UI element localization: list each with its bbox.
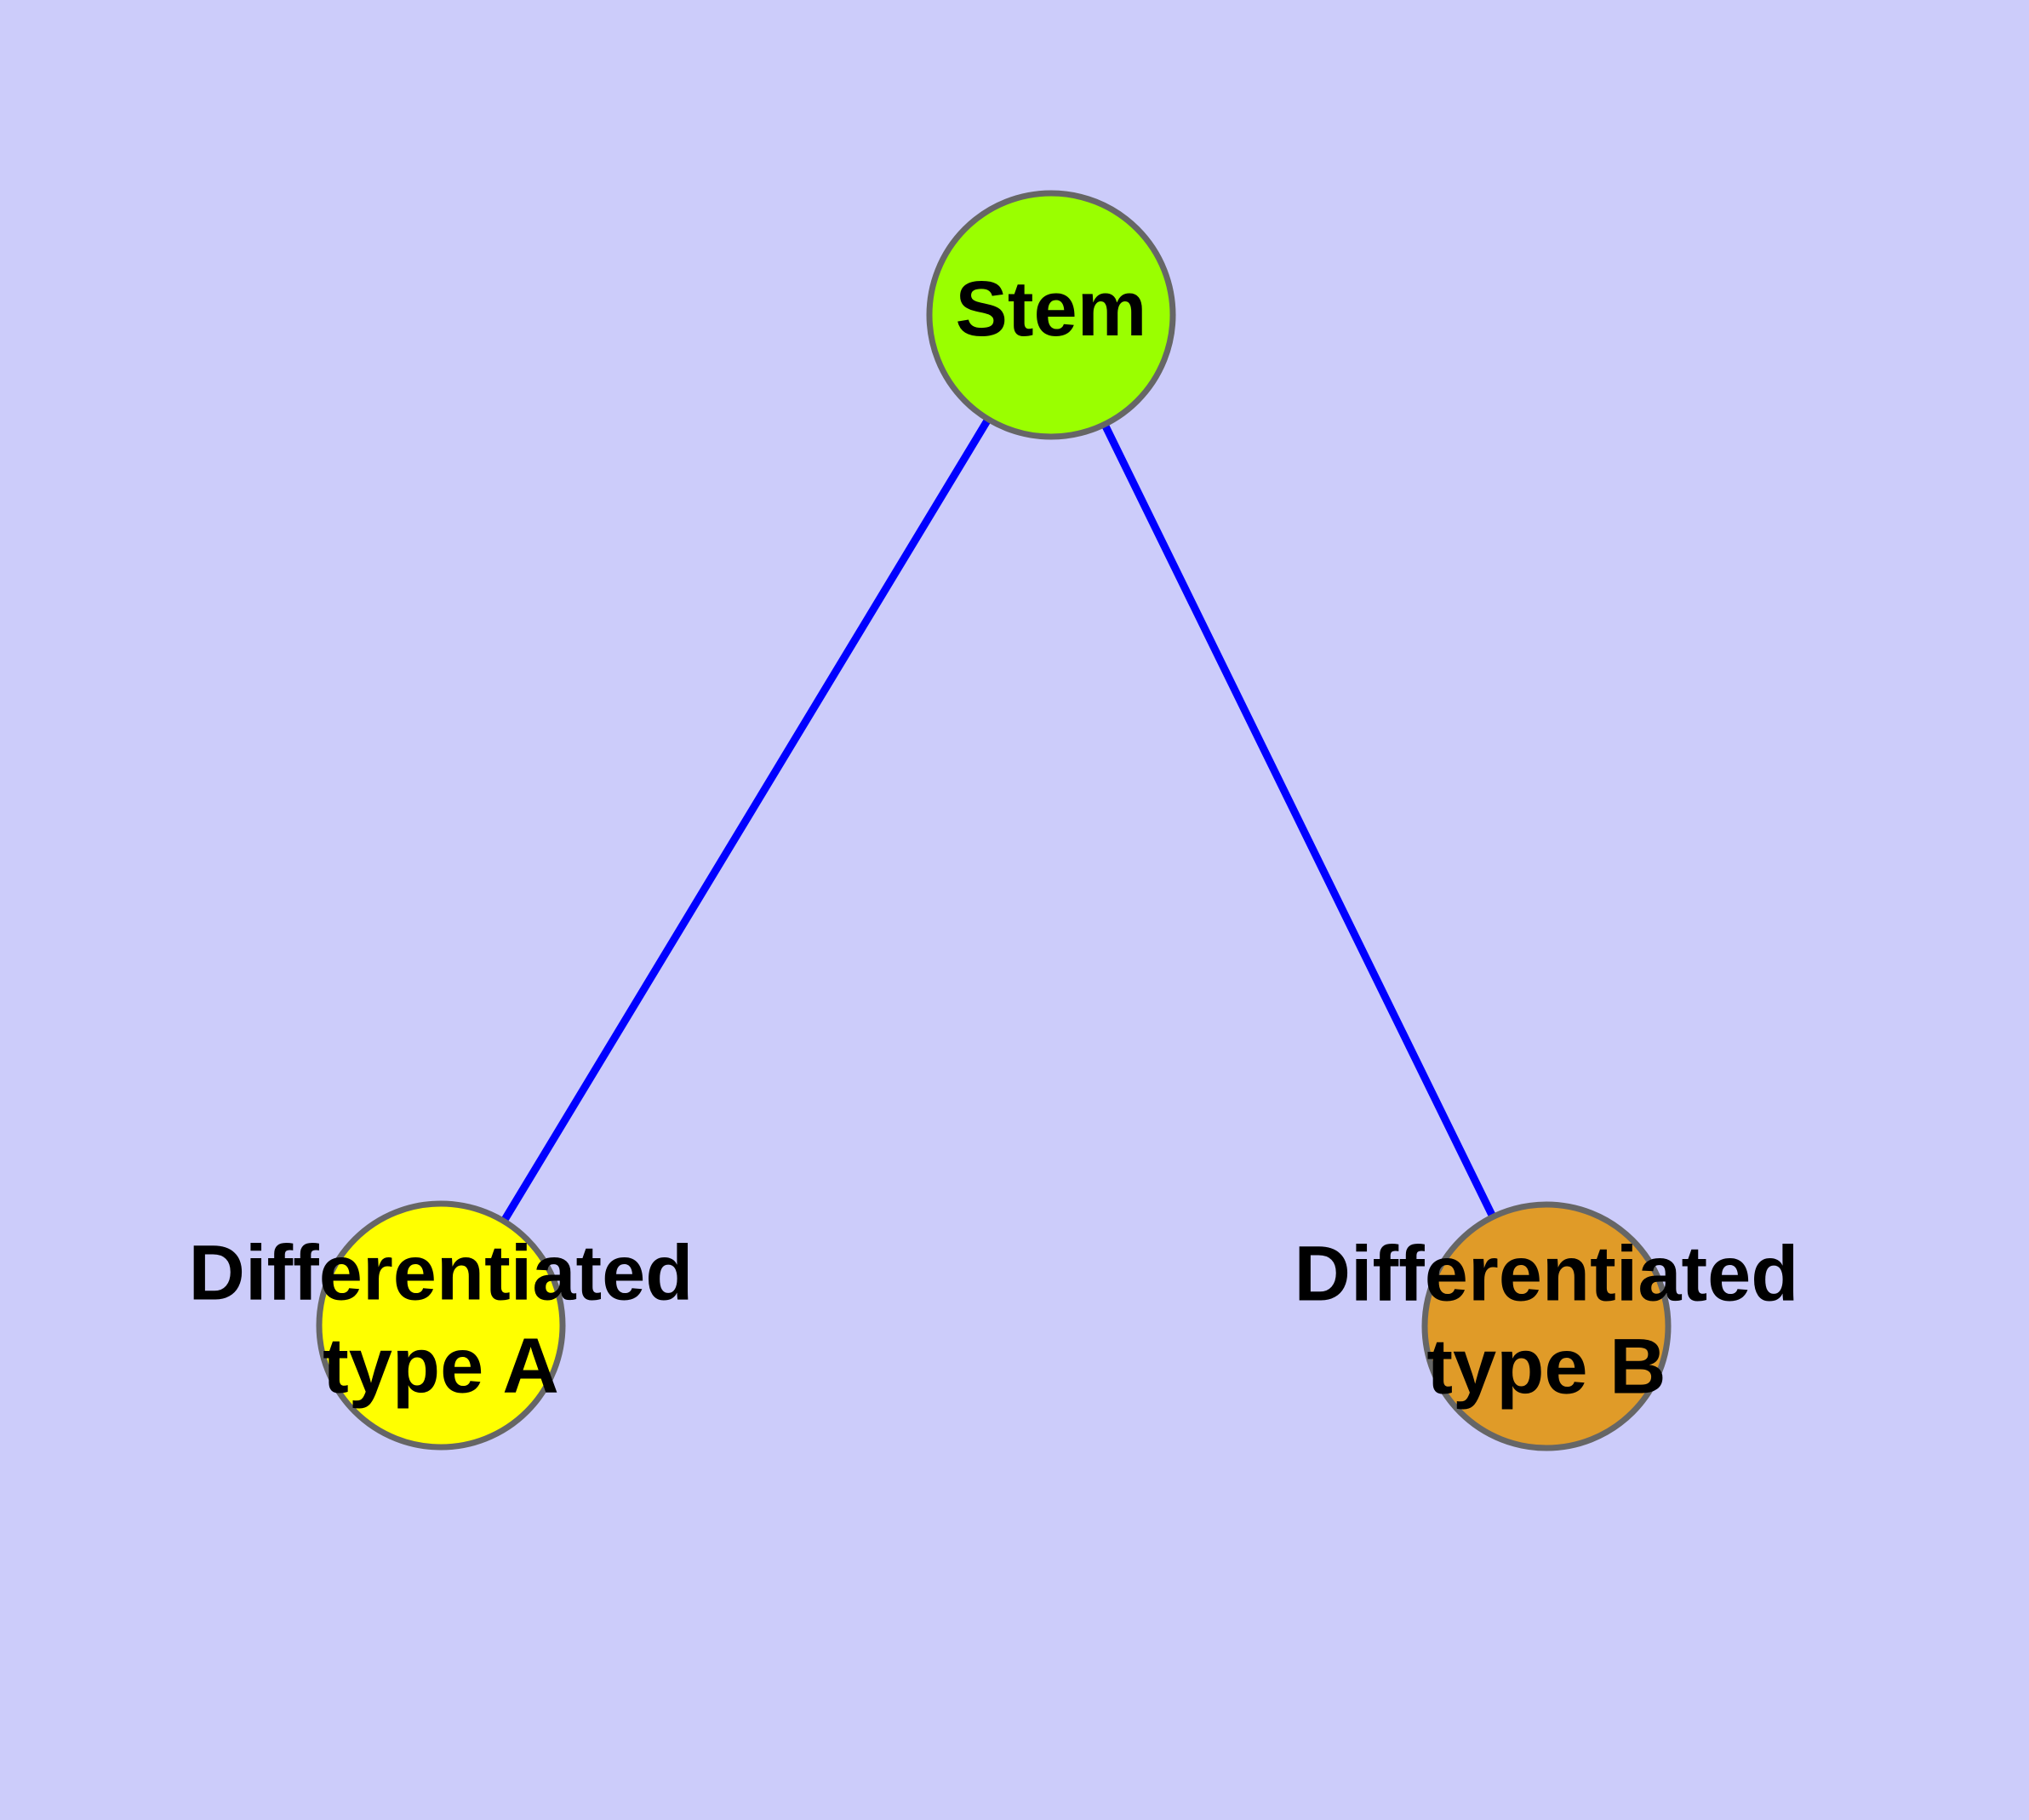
node-label-line: Differentiated xyxy=(1295,1231,1799,1318)
node-differentiated-type-b[interactable] xyxy=(1421,1201,1672,1451)
edge-stem-to-differentiated-type-b[interactable] xyxy=(1047,313,1551,1328)
edge-layer xyxy=(437,312,1551,1328)
node-label-line: type B xyxy=(1426,1324,1666,1411)
node-stem[interactable] xyxy=(926,190,1176,440)
node-differentiated-type-a[interactable] xyxy=(316,1200,566,1451)
node-stem-label: Stem xyxy=(956,266,1147,352)
node-stem-circle[interactable] xyxy=(926,190,1176,440)
node-label-line: Stem xyxy=(956,266,1147,352)
node-differentiated-type-a-circle[interactable] xyxy=(316,1200,566,1451)
node-label-line: type A xyxy=(323,1323,559,1410)
edge-stem-to-differentiated-type-a[interactable] xyxy=(437,312,1055,1328)
node-layer xyxy=(316,190,1672,1451)
node-label-line: Differentiated xyxy=(189,1230,694,1317)
node-differentiated-type-b-circle[interactable] xyxy=(1421,1201,1672,1451)
